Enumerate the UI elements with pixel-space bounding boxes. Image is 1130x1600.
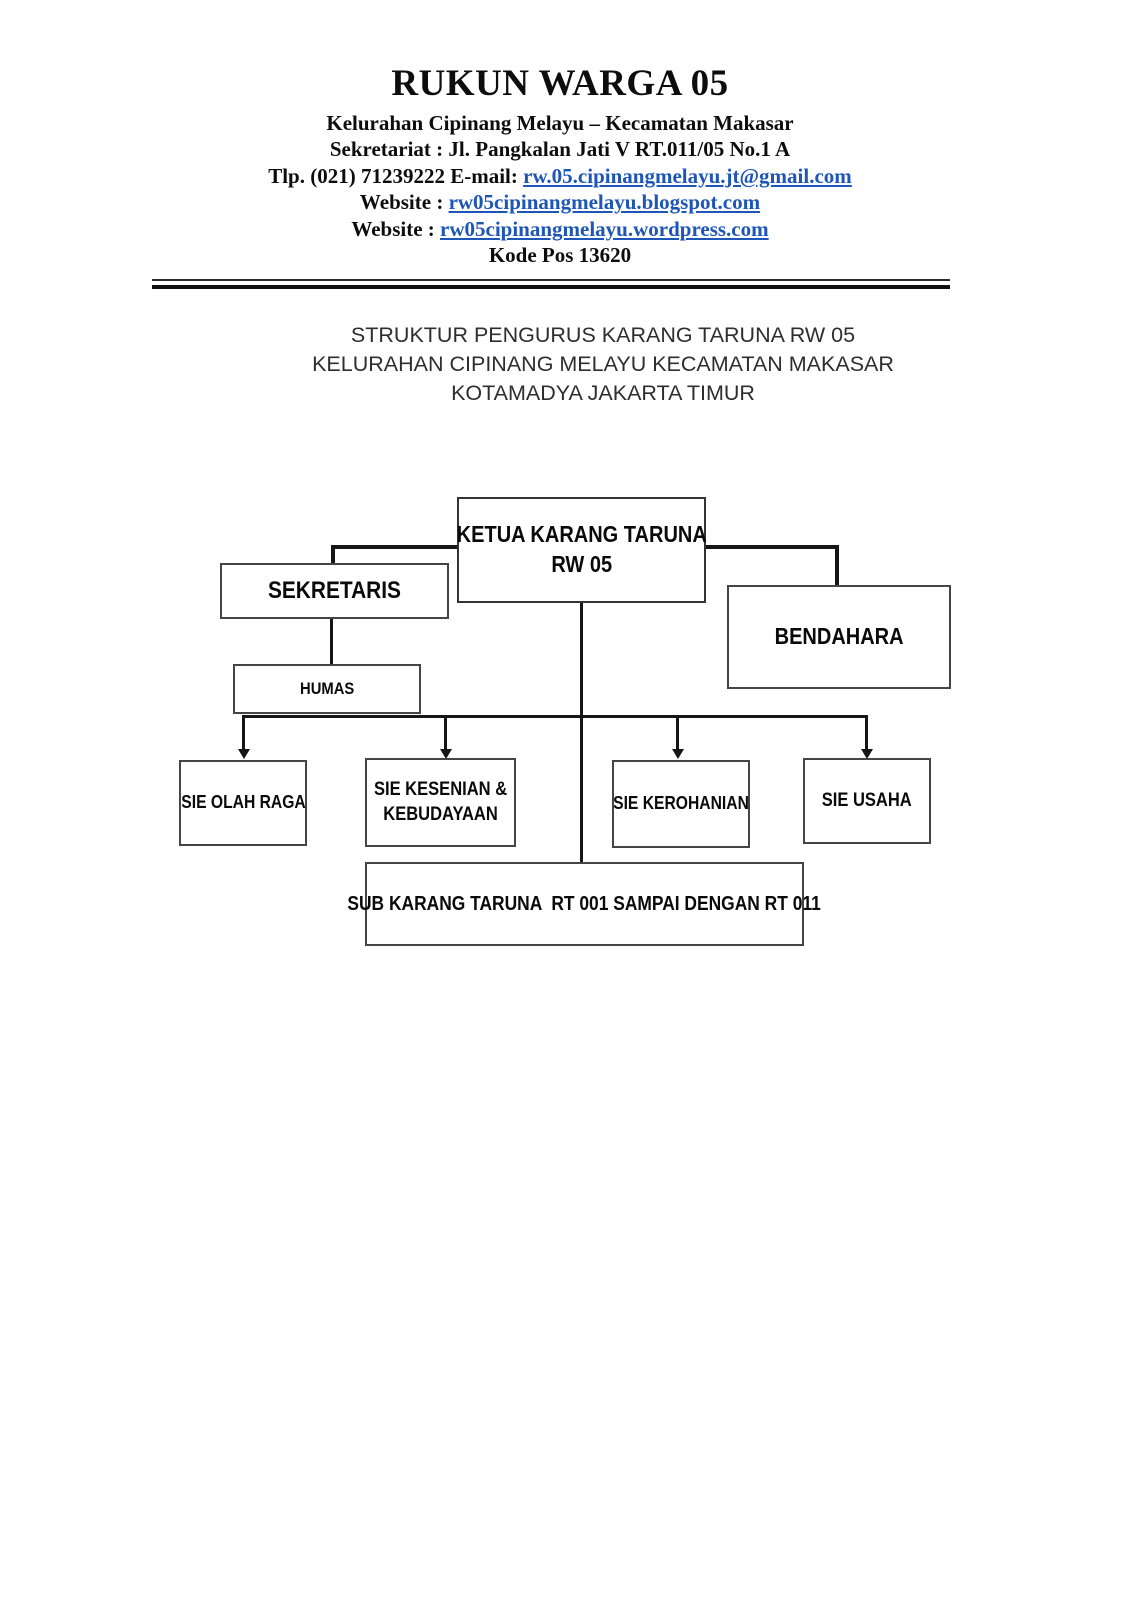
connector-ketua-sub-vertical <box>580 599 583 862</box>
email-link[interactable]: rw.05.cipinangmelayu.jt@gmail.com <box>523 163 852 188</box>
org-node-humas: HUMAS <box>233 664 421 714</box>
connector-sekretaris-humas <box>330 615 333 664</box>
title-line-1: STRUKTUR PENGURUS KARANG TARUNA RW 05 <box>350 323 856 347</box>
org-node-sub-karang-taruna: SUB KARANG TARUNA RT 001 SAMPAI DENGAN R… <box>348 862 821 946</box>
org-node-ketua: KETUA KARANG TARUNA RW 05 <box>456 497 707 603</box>
org-node-humas-label: HUMAS <box>299 678 355 698</box>
arrow-stem-sie-olah-raga <box>242 715 245 751</box>
title-line-2: KELURAHAN CIPINANG MELAYU KECAMATAN MAKA… <box>312 352 894 376</box>
org-node-sie-usaha-label: SIE USAHA <box>821 789 913 811</box>
divider-line-thick <box>152 285 950 289</box>
website1-label: Website : <box>359 190 449 215</box>
arrow-head-icon <box>672 749 684 759</box>
letterhead-line-kelurahan: Kelurahan Cipinang Melayu – Kecamatan Ma… <box>326 111 794 135</box>
org-node-sie-kerohanian-label: SIE KEROHANIAN <box>613 793 749 814</box>
connector-distribution-line <box>243 715 868 718</box>
letterhead-line-contact: Tlp. (021) 71239222 E-mail: rw.05.cipina… <box>160 163 960 189</box>
phone-label: Tlp. (021) 71239222 E-mail: <box>268 163 524 188</box>
org-node-sie-usaha: SIE USAHA <box>803 758 931 844</box>
connector-ketua-sekretaris-v <box>331 545 335 563</box>
arrow-stem-sie-kesenian <box>444 715 447 751</box>
divider-line-thin <box>152 279 950 281</box>
org-node-sub-karang-taruna-label: SUB KARANG TARUNA RT 001 SAMPAI DENGAN R… <box>347 893 822 915</box>
org-node-ketua-label: KETUA KARANG TARUNA RW 05 <box>456 521 707 577</box>
letterhead: RUKUN WARGA 05 Kelurahan Cipinang Melayu… <box>160 62 960 268</box>
org-node-sie-kesenian: SIE KESENIAN & KEBUDAYAAN <box>365 758 516 847</box>
letterhead-line-sekretariat: Sekretariat : Jl. Pangkalan Jati V RT.01… <box>329 137 791 162</box>
letterhead-line-kodepos: Kode Pos 13620 <box>488 243 632 268</box>
org-node-sie-olah-raga-label: SIE OLAH RAGA <box>180 792 306 813</box>
website2-label: Website : <box>351 216 441 241</box>
org-node-sekretaris: SEKRETARIS <box>220 563 449 619</box>
org-node-bendahara: BENDAHARA <box>727 585 951 689</box>
arrow-head-icon <box>238 749 250 759</box>
letterhead-line-website2: Website : rw05cipinangmelayu.wordpress.c… <box>160 216 960 242</box>
org-node-sekretaris-label: SEKRETARIS <box>267 577 402 605</box>
connector-ketua-sekretaris-h <box>331 545 457 549</box>
arrow-stem-sie-usaha <box>865 715 868 751</box>
document-title: STRUKTUR PENGURUS KARANG TARUNA RW 05 KE… <box>300 321 906 408</box>
org-node-sie-kerohanian: SIE KEROHANIAN <box>612 760 750 848</box>
title-line-3: KOTAMADYA JAKARTA TIMUR <box>451 381 755 405</box>
arrow-head-icon <box>440 749 452 759</box>
org-node-sie-olah-raga: SIE OLAH RAGA <box>179 760 307 846</box>
connector-ketua-bendahara-h <box>702 545 839 549</box>
arrow-stem-sie-kerohanian <box>676 715 679 751</box>
org-node-bendahara-label: BENDAHARA <box>774 623 904 650</box>
website2-link[interactable]: rw05cipinangmelayu.wordpress.com <box>440 216 769 241</box>
website1-link[interactable]: rw05cipinangmelayu.blogspot.com <box>448 190 761 215</box>
letterhead-line-website1: Website : rw05cipinangmelayu.blogspot.co… <box>160 189 960 215</box>
org-node-sie-kesenian-label: SIE KESENIAN & KEBUDAYAAN <box>373 778 508 825</box>
arrow-head-icon <box>861 749 873 759</box>
org-name: RUKUN WARGA 05 <box>391 63 729 104</box>
connector-ketua-bendahara-v <box>835 545 839 585</box>
